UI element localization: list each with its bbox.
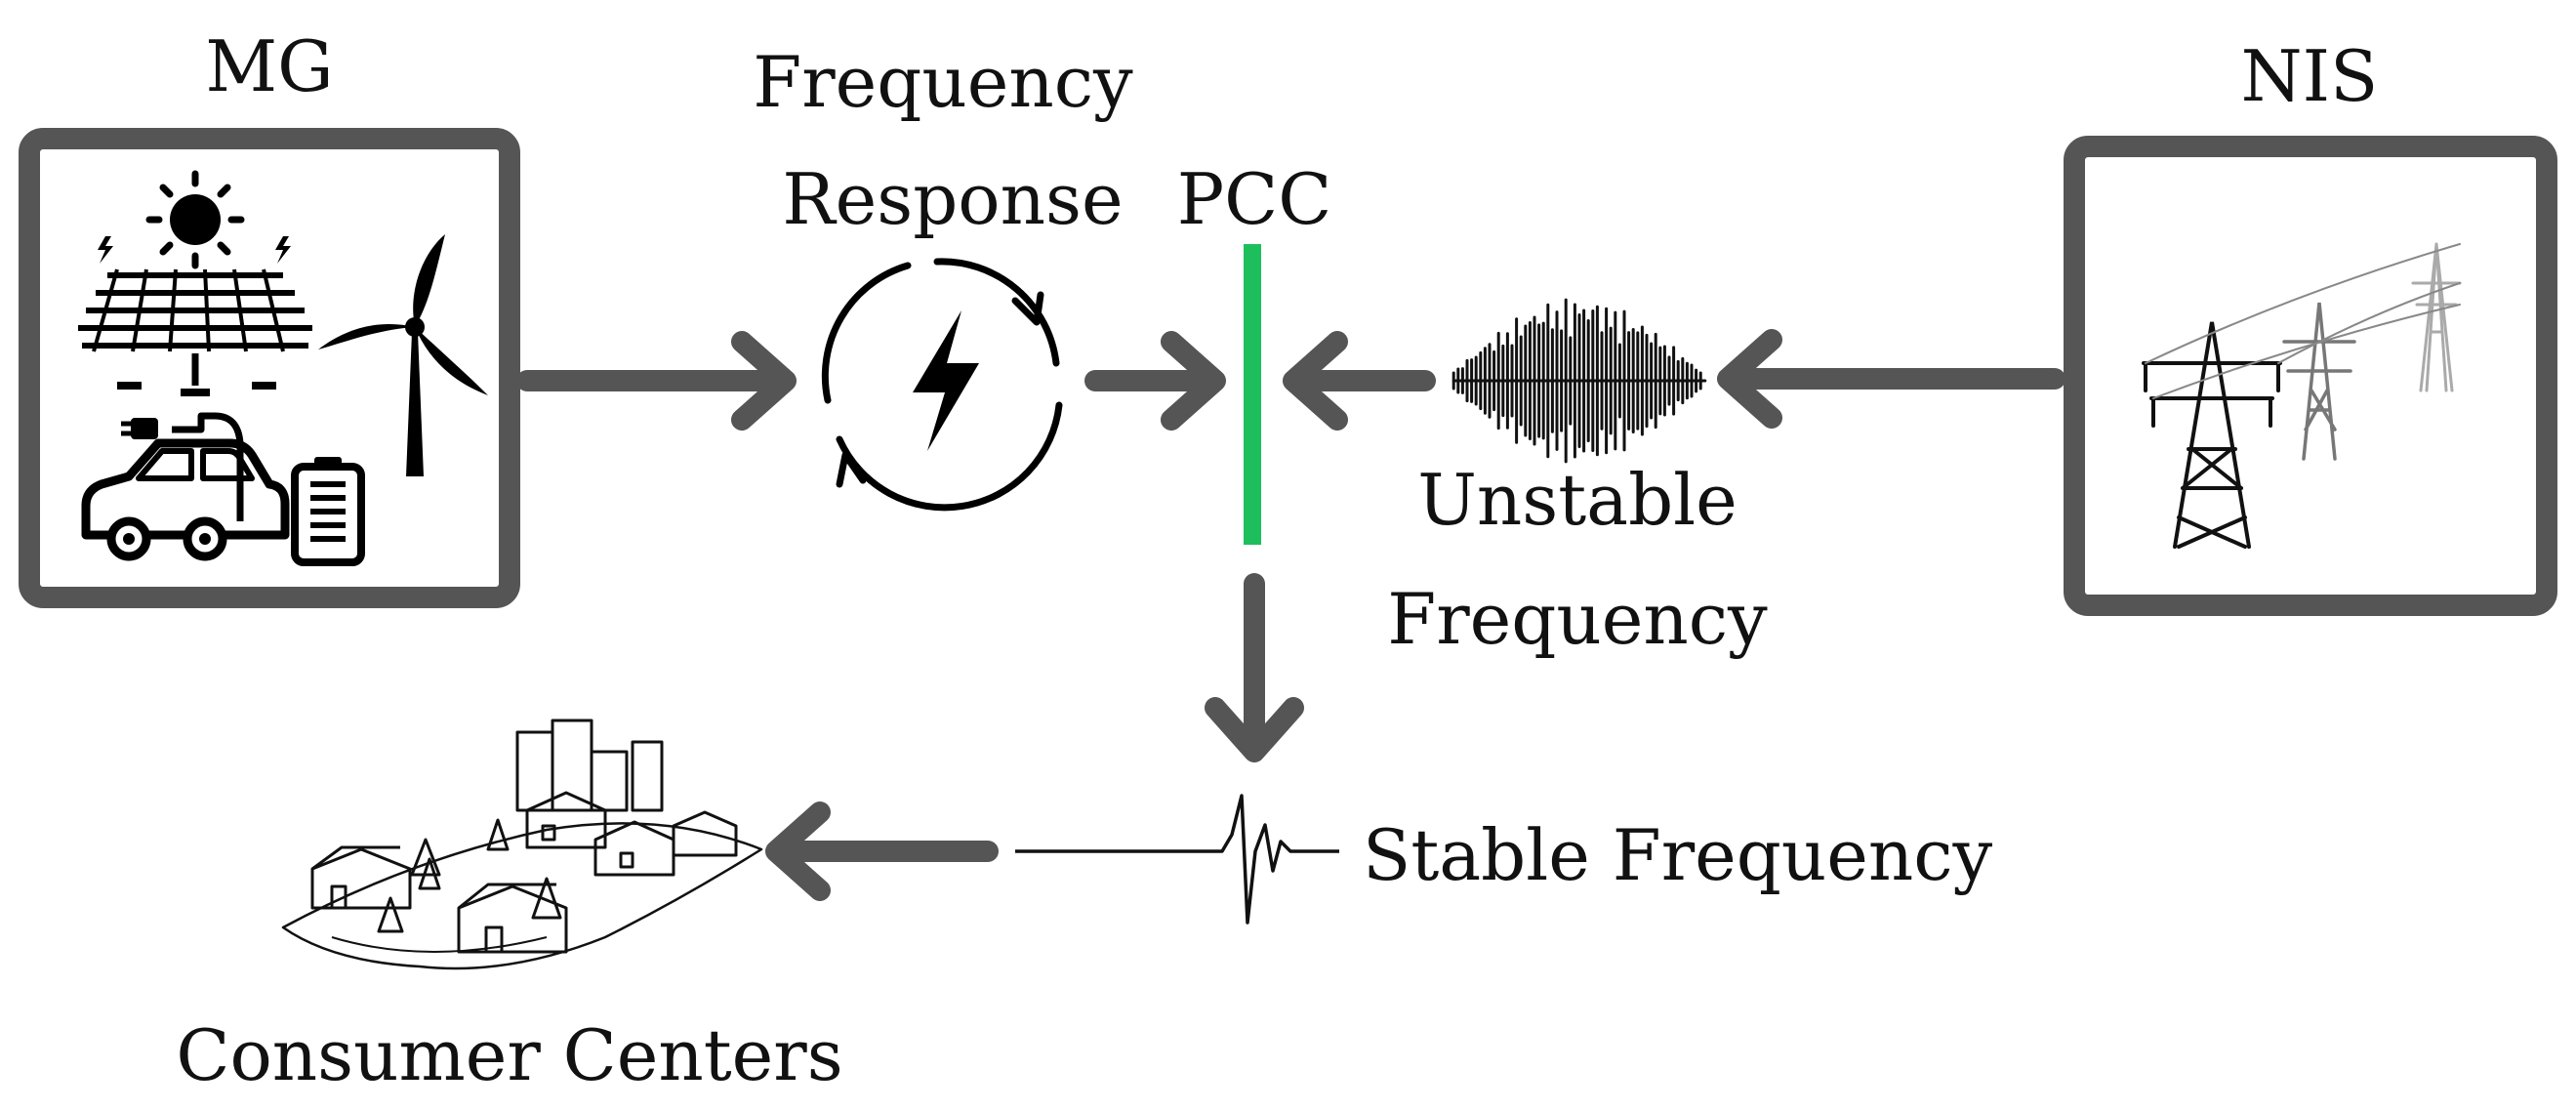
mg-box bbox=[19, 128, 520, 608]
arrow-stable-to-consumers bbox=[765, 802, 999, 901]
arrow-mg-to-response bbox=[516, 331, 797, 431]
frequency-response-label-line1: Frequency bbox=[753, 41, 1133, 123]
stable-waveform-icon bbox=[1015, 794, 1339, 925]
stable-frequency-label: Stable Frequency bbox=[1363, 814, 1993, 896]
wind-turbine-icon bbox=[318, 234, 488, 476]
sun-icon bbox=[98, 170, 291, 269]
mg-label: MG bbox=[205, 25, 334, 107]
arrow-nis-to-unstable bbox=[1717, 329, 2065, 429]
solar-panel-icon bbox=[78, 268, 312, 396]
arrow-pcc-to-stable bbox=[1205, 573, 1304, 762]
town-icon bbox=[281, 719, 763, 970]
transmission-tower-icon bbox=[2142, 242, 2462, 549]
electric-car-icon bbox=[81, 412, 290, 561]
arrow-response-to-pcc bbox=[1084, 331, 1226, 431]
pcc-bar bbox=[1244, 244, 1261, 545]
consumer-centers-label: Consumer Centers bbox=[176, 1014, 843, 1096]
arrow-unstable-to-pcc bbox=[1283, 331, 1436, 431]
battery-icon bbox=[291, 457, 365, 566]
unstable-waveform-icon bbox=[1452, 298, 1707, 464]
frequency-response-label-line2: Response bbox=[782, 158, 1124, 240]
nis-label: NIS bbox=[2240, 35, 2379, 117]
unstable-frequency-label-line1: Unstable bbox=[1417, 459, 1738, 541]
lightning-cycle-icon bbox=[821, 258, 1063, 512]
unstable-frequency-label-line2: Frequency bbox=[1387, 578, 1768, 660]
pcc-label: PCC bbox=[1176, 158, 1332, 240]
nis-box bbox=[2064, 136, 2557, 616]
